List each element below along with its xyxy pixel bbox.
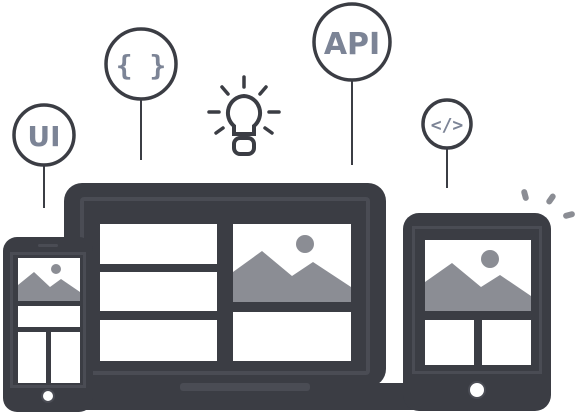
laptop-panel <box>100 272 217 311</box>
laptop-panel <box>233 312 351 361</box>
braces-bubble-label: { } <box>116 49 167 82</box>
code-bubble-label: </> <box>431 115 464 136</box>
laptop-icon <box>40 183 448 410</box>
home-button-icon <box>468 381 486 399</box>
tablet-icon <box>403 213 551 411</box>
image-placeholder-icon <box>18 258 80 301</box>
laptop-panel <box>100 320 217 361</box>
smartphone-icon <box>3 237 93 412</box>
braces-bubble: { } <box>104 27 178 160</box>
laptop-panel <box>100 224 217 264</box>
tablet-panel <box>425 320 474 365</box>
phone-panel <box>18 332 46 383</box>
code-bubble: </> <box>421 98 473 188</box>
phone-panel <box>51 332 80 383</box>
image-placeholder-icon <box>425 240 531 311</box>
image-placeholder-icon <box>233 224 351 302</box>
ui-bubble: UI <box>12 103 76 208</box>
lightbulb-icon <box>207 75 281 156</box>
sparkle-marks <box>521 189 575 219</box>
tablet-panel <box>482 320 531 365</box>
api-bubble-label: API <box>324 27 380 62</box>
ui-bubble-label: UI <box>27 120 60 153</box>
phone-speaker <box>38 244 58 247</box>
api-bubble: API <box>312 2 392 165</box>
home-button-icon <box>41 389 55 403</box>
phone-panel <box>18 306 80 327</box>
